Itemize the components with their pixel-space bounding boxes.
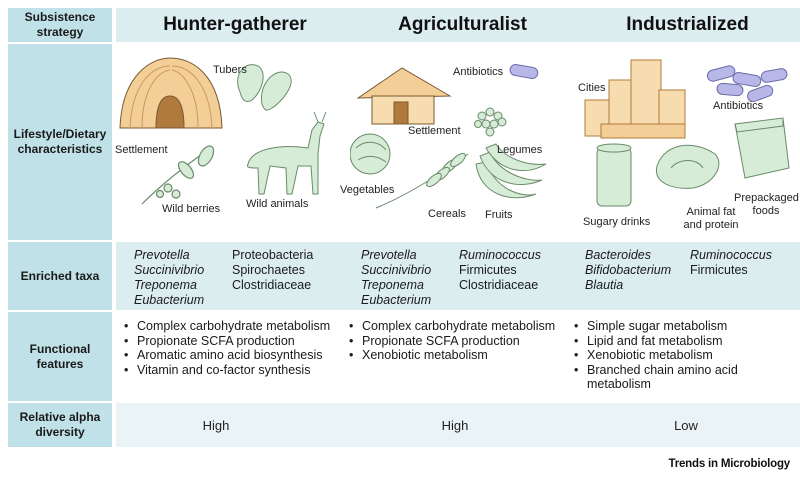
caption-foods: foods — [752, 205, 780, 217]
antibiotics-icon — [509, 64, 539, 79]
taxon: Ruminococcus — [459, 248, 541, 262]
features-hunter-gatherer: Complex carbohydrate metabolism Propiona… — [121, 319, 362, 377]
caption-tubers: Tubers — [213, 64, 247, 76]
caption-wild-animals: Wild animals — [246, 198, 309, 210]
cereals-icon — [375, 152, 469, 209]
caption-antibiotics: Antibiotics — [453, 66, 504, 78]
caption-legumes: Legumes — [497, 144, 543, 156]
caption-settlement: Settlement — [408, 125, 461, 137]
taxon: Succinivibrio — [134, 263, 205, 277]
taxon: Firmicutes — [690, 263, 748, 277]
feature-item: Vitamin and co-factor synthesis — [124, 363, 362, 378]
caption-cities: Cities — [578, 82, 606, 94]
column-title-agriculturalist: Agriculturalist — [398, 14, 527, 35]
row-label-functional: Functional features — [8, 312, 112, 401]
taxon: Clostridiaceae — [232, 278, 312, 292]
feature-item: Aromatic amino acid biosynthesis — [124, 348, 362, 363]
taxa-agriculturalist-mixed: Ruminococcus Firmicutes Clostridiaceae — [459, 248, 541, 293]
caption-sugary-drinks: Sugary drinks — [583, 216, 651, 228]
prepackaged-foods-icon — [734, 117, 790, 179]
caption-fruits: Fruits — [485, 209, 513, 221]
taxa-band — [116, 242, 800, 310]
feature-item: Propionate SCFA production — [349, 334, 587, 349]
column-title-industrialized: Industrialized — [626, 14, 749, 35]
feature-item: Lipid and fat metabolism — [574, 334, 767, 349]
settlement-hut-icon — [119, 57, 223, 129]
tubers-icon — [237, 64, 292, 111]
taxa-hunter-gatherer-italic: Prevotella Succinivibrio Treponema Eubac… — [134, 248, 204, 308]
header-band — [116, 8, 800, 42]
feature-item: Branched chain amino acid metabolism — [574, 363, 767, 392]
taxon: Bacteroides — [585, 248, 652, 262]
row-label-taxa: Enriched taxa — [8, 242, 112, 310]
legumes-icon — [474, 107, 507, 137]
taxon: Eubacterium — [361, 293, 432, 307]
features-agriculturalist: Complex carbohydrate metabolism Propiona… — [346, 319, 587, 363]
taxa-industrialized-italic: Bacteroides Bifidobacterium Blautia — [585, 248, 671, 293]
row-label-strategy: Subsistence strategy — [8, 8, 112, 42]
row-label-lifestyle: Lifestyle/Dietary characteristics — [8, 44, 112, 240]
antibiotics-icon — [706, 65, 788, 103]
feature-item: Complex carbohydrate metabolism — [349, 319, 587, 334]
taxon: Bifidobacterium — [585, 263, 672, 277]
taxon: Ruminococcus — [690, 248, 772, 262]
caption-wild-berries: Wild berries — [162, 203, 221, 215]
taxon: Clostridiaceae — [459, 278, 539, 292]
feature-item: Simple sugar metabolism — [574, 319, 767, 334]
feature-item: Propionate SCFA production — [124, 334, 362, 349]
feature-item: Xenobiotic metabolism — [574, 348, 767, 363]
wild-animals-icon — [247, 111, 327, 195]
hunter-gatherer-illustration — [119, 57, 327, 205]
industrialized-illustration — [584, 59, 790, 207]
taxon: Treponema — [361, 278, 424, 292]
fruits-icon — [475, 143, 547, 199]
diversity-industrialized: Low — [674, 417, 698, 433]
caption-antibiotics: Antibiotics — [713, 100, 764, 112]
taxon: Prevotella — [361, 248, 417, 262]
taxon: Proteobacteria — [232, 248, 314, 262]
taxon: Treponema — [134, 278, 197, 292]
taxa-industrialized-mixed: Ruminococcus Firmicutes — [690, 248, 772, 278]
cities-icon — [584, 59, 686, 139]
caption-animal-fat-and-protein: Animal fat and protein — [676, 206, 746, 232]
features-industrialized: Simple sugar metabolism Lipid and fat me… — [571, 319, 767, 392]
sugary-drinks-icon — [596, 143, 632, 207]
caption-and-protein: and protein — [683, 219, 739, 231]
journal-brand: Trends in Microbiology — [668, 458, 791, 470]
feature-item: Complex carbohydrate metabolism — [124, 319, 362, 334]
caption-prepackaged: Prepackaged — [734, 192, 799, 204]
caption-prepackaged-foods: Prepackaged foods — [734, 192, 799, 218]
caption-cereals: Cereals — [428, 208, 466, 220]
taxa-agriculturalist-italic: Prevotella Succinivibrio Treponema Eubac… — [361, 248, 431, 308]
taxon: Eubacterium — [134, 293, 205, 307]
animal-fat-and-protein-icon — [655, 144, 720, 189]
diversity-hunter-gatherer: High — [202, 417, 230, 433]
caption-vegetables: Vegetables — [340, 184, 395, 196]
taxon: Prevotella — [134, 248, 190, 262]
taxon: Spirochaetes — [232, 263, 305, 277]
taxon: Firmicutes — [459, 263, 517, 277]
wild-berries-icon — [141, 145, 215, 205]
taxon: Succinivibrio — [361, 263, 432, 277]
taxa-hunter-gatherer-plain: Proteobacteria Spirochaetes Clostridiace… — [232, 248, 313, 293]
diversity-band — [116, 403, 800, 447]
vegetables-icon — [350, 133, 391, 175]
caption-animal-fat: Animal fat — [686, 206, 736, 218]
row-label-diversity: Relative alpha diversity — [8, 403, 112, 447]
feature-item: Xenobiotic metabolism — [349, 348, 587, 363]
caption-settlement: Settlement — [115, 144, 168, 156]
column-title-hunter-gatherer: Hunter-gatherer — [163, 14, 307, 35]
taxon: Blautia — [585, 278, 624, 292]
settlement-hut-icon — [356, 67, 452, 125]
diversity-agriculturalist: High — [441, 417, 469, 433]
agriculturalist-illustration — [350, 64, 547, 209]
